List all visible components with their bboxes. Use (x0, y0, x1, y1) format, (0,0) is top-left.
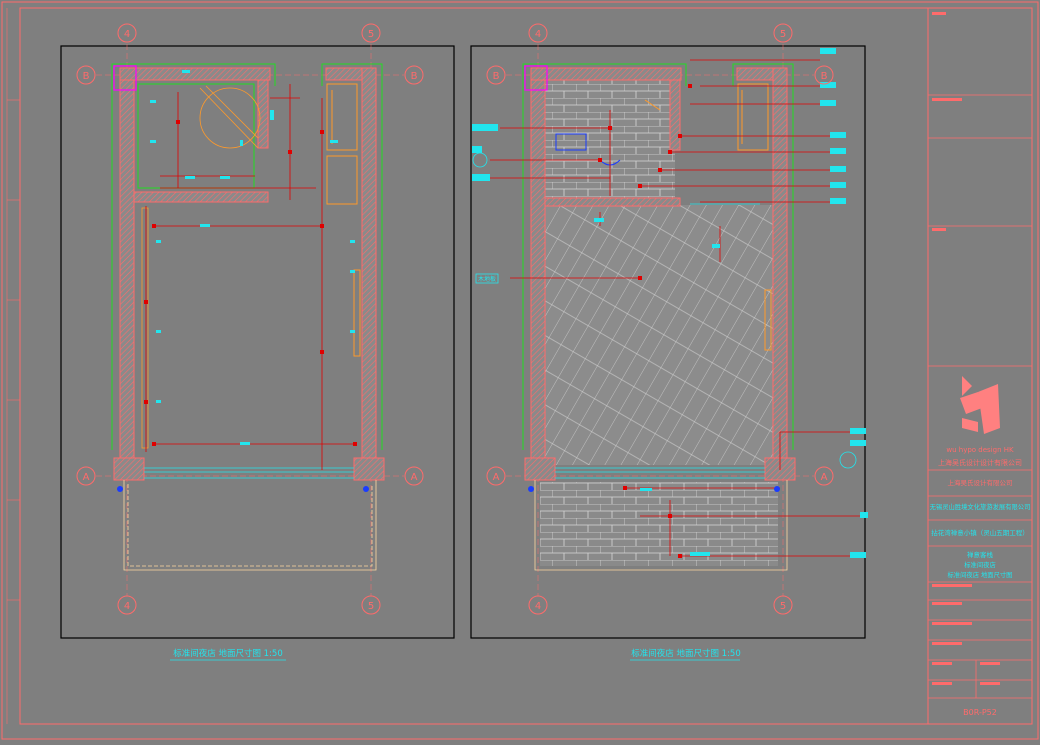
grid-label: A (83, 472, 90, 483)
grid-label: 4 (124, 29, 130, 40)
grid-label: 5 (780, 29, 786, 40)
grid-bubbles-left (76, 23, 424, 615)
grid-label: 4 (535, 29, 541, 40)
grid-label: A (821, 472, 828, 483)
grid-label: 5 (780, 601, 786, 612)
wood-floor-area (545, 205, 776, 465)
grid-label: B (493, 71, 500, 82)
viewport-frame-left (60, 45, 455, 639)
grid-label: 5 (368, 601, 374, 612)
title-block: wu hypo design HK 上海吴氏设计设计有限公司 上海吴氏设计有限公… (928, 12, 1032, 717)
grid-label: A (411, 472, 418, 483)
balcony-tile-area (540, 482, 778, 566)
drawing-title-right: 标准间夜店 地面尺寸图 1:50 (631, 648, 741, 659)
viewport-frame-right (470, 45, 866, 639)
building-name: 禅意客栈 (967, 550, 994, 559)
drawing-name-line-1: 标准间夜店 (964, 560, 995, 569)
plan-left (96, 44, 404, 596)
firm-logo-icon (960, 376, 1000, 434)
grid-label: B (411, 71, 418, 82)
drawing-name-line-2: 标准间夜店 地面尺寸图 (948, 570, 1013, 579)
brand-name: wu hypo design HK (946, 446, 1014, 454)
sheet-number: B0R-P52 (963, 708, 997, 717)
plan-right: 木地板 (472, 44, 868, 596)
grid-label: 4 (535, 601, 541, 612)
client-name: 无锡灵山胜境文化旅游发展有限公司 (930, 502, 1031, 511)
grid-label: B (83, 71, 90, 82)
floor-label: 木地板 (478, 275, 496, 283)
grid-label: B (821, 71, 828, 82)
firm-name-secondary: 上海吴氏设计有限公司 (948, 478, 1013, 487)
firm-name-primary: 上海吴氏设计设计有限公司 (938, 458, 1022, 467)
project-name: 拈花湾禅意小镇（灵山五期工程） (931, 528, 1029, 537)
grid-label: 5 (368, 29, 374, 40)
grid-label: 4 (124, 601, 130, 612)
drawing-title-left: 标准间夜店 地面尺寸图 1:50 (173, 648, 283, 659)
grid-label: A (493, 472, 500, 483)
grid-bubbles-right (486, 23, 834, 615)
